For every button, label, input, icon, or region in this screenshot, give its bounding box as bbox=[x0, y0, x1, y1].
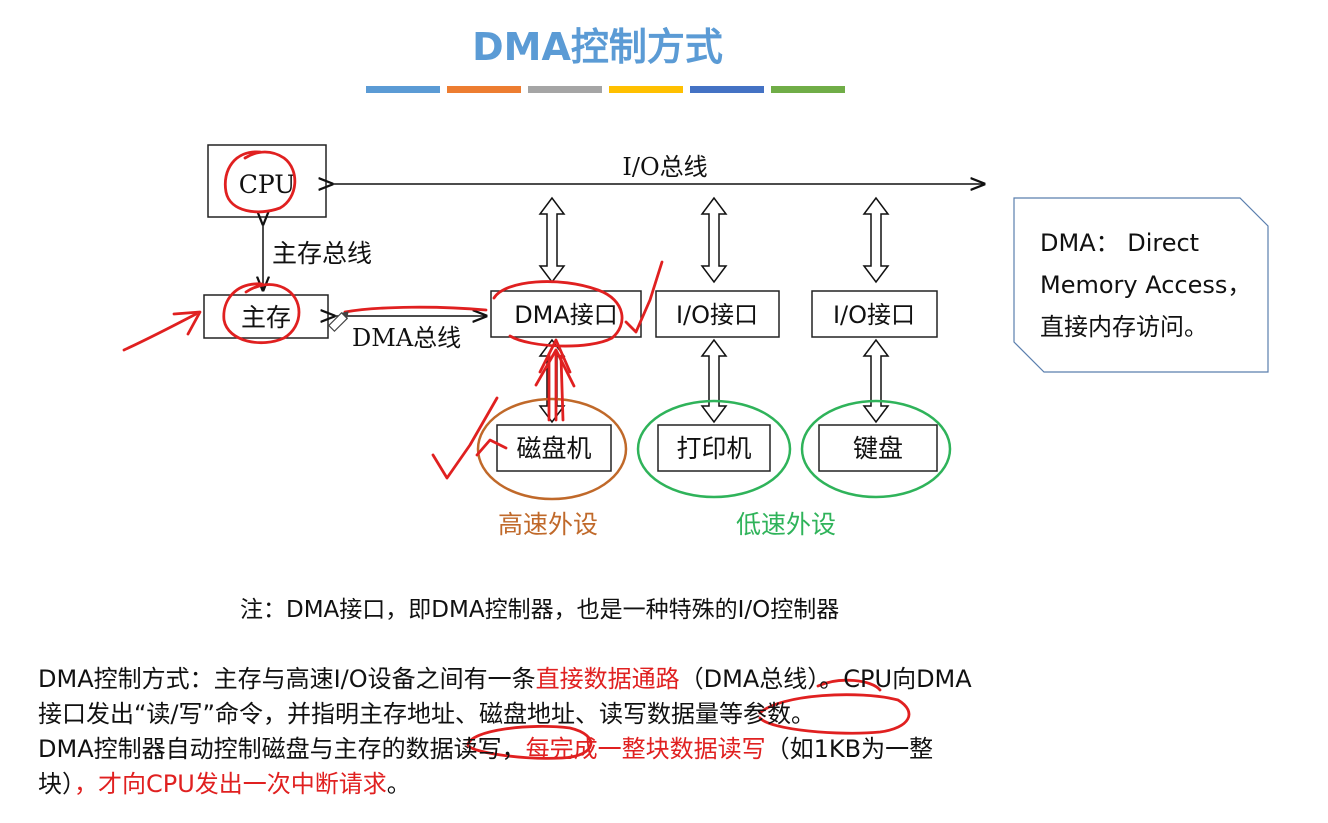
io-interface-printer-box bbox=[655, 290, 780, 338]
paragraph-line: DMA控制器自动控制磁盘与主存的数据读写，每完成一整块数据读写（如1KB为一整 bbox=[38, 732, 1188, 767]
main-memory-bus-label: 主存总线 bbox=[272, 239, 372, 268]
accent-bar bbox=[609, 86, 683, 93]
main-memory-label: 主存 bbox=[241, 303, 291, 332]
double-arrow bbox=[862, 196, 890, 284]
high-speed-ellipse bbox=[476, 397, 628, 501]
paragraph-text: 块） bbox=[38, 770, 74, 798]
note-text: 注：DMA接口，即DMA控制器，也是一种特殊的I/O控制器 bbox=[240, 597, 840, 623]
dma-interface-box bbox=[490, 290, 642, 338]
paragraph-text: 接口发出“读/写”命令，并指明主存地址、磁盘地址、读写数据量等参数。 bbox=[38, 700, 815, 728]
red-annotations bbox=[122, 150, 911, 760]
accent-bar bbox=[366, 86, 440, 93]
low-speed-ellipse bbox=[636, 399, 792, 499]
callout-line: Memory Access， bbox=[1040, 271, 1252, 299]
paragraph-text: 。 bbox=[386, 770, 411, 798]
disk-box bbox=[496, 424, 612, 472]
callout-line: 直接内存访问。 bbox=[1040, 313, 1208, 341]
low-speed-ellipse bbox=[800, 399, 952, 499]
keyboard-box bbox=[818, 424, 938, 472]
printer-label: 打印机 bbox=[676, 434, 751, 463]
accent-bar bbox=[447, 86, 521, 93]
highlight-text: ，才向CPU发出一次中断请求 bbox=[74, 770, 387, 798]
paragraph-text: DMA控制器自动控制磁盘与主存的数据读写， bbox=[38, 735, 526, 763]
io-interface-keyboard-box bbox=[811, 290, 938, 338]
high-speed-label: 高速外设 bbox=[498, 510, 598, 539]
paragraph-text: （如1KB为一整 bbox=[765, 735, 934, 763]
keyboard-label: 键盘 bbox=[853, 434, 903, 463]
callout-line: DMA： Direct bbox=[1040, 229, 1200, 257]
callout-box bbox=[1013, 197, 1269, 373]
description-paragraph: DMA控制方式：主存与高速I/O设备之间有一条直接数据通路（DMA总线）。CPU… bbox=[38, 662, 1188, 802]
io-interface-printer-label: I/O接口 bbox=[676, 301, 758, 329]
double-arrow bbox=[700, 338, 728, 424]
page-title: DMA控制方式 bbox=[472, 25, 723, 69]
double-arrow bbox=[538, 196, 566, 284]
paragraph-line: 接口发出“读/写”命令，并指明主存地址、磁盘地址、读写数据量等参数。 bbox=[38, 697, 1188, 732]
highlight-text: 直接数据通路 bbox=[535, 665, 680, 693]
printer-box bbox=[657, 424, 771, 472]
double-arrow bbox=[700, 196, 728, 284]
io-bus-label: I/O总线 bbox=[622, 153, 707, 181]
disk-label: 磁盘机 bbox=[516, 434, 591, 463]
double-arrow bbox=[862, 338, 890, 424]
paragraph-text: DMA控制方式：主存与高速I/O设备之间有一条 bbox=[38, 665, 536, 693]
accent-bar bbox=[771, 86, 845, 93]
paragraph-line: 块），才向CPU发出一次中断请求。 bbox=[38, 767, 1188, 802]
io-interface-keyboard-label: I/O接口 bbox=[833, 301, 915, 329]
accent-bar bbox=[528, 86, 602, 93]
dma-interface-label: DMA接口 bbox=[514, 301, 618, 329]
paragraph-text: （DMA总线）。CPU向DMA bbox=[679, 665, 972, 693]
accent-bar bbox=[690, 86, 764, 93]
paragraph-line: DMA控制方式：主存与高速I/O设备之间有一条直接数据通路（DMA总线）。CPU… bbox=[38, 662, 1188, 697]
cpu-label: CPU bbox=[239, 170, 296, 199]
dma-bus-label: DMA总线 bbox=[352, 324, 461, 352]
callout-text: DMA： Direct Memory Access， 直接内存访问。 bbox=[1040, 222, 1265, 348]
low-speed-label: 低速外设 bbox=[736, 510, 836, 539]
pencil-icon bbox=[327, 311, 349, 333]
highlight-text: 每完成一整块数据读写 bbox=[525, 735, 766, 763]
